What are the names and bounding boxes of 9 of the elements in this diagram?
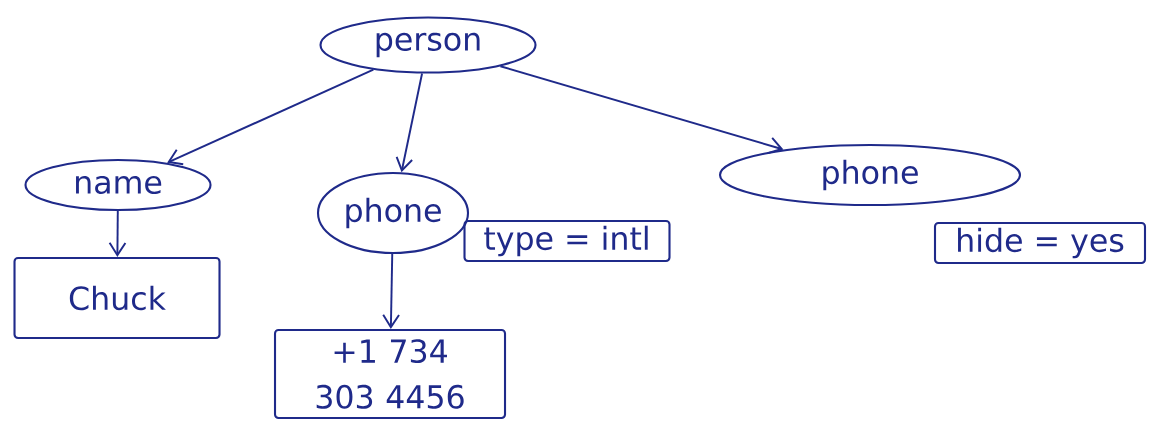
arrow <box>382 253 400 329</box>
arrow <box>395 72 424 173</box>
text-box: Chuck <box>13 256 221 340</box>
attribute-box: hide = yes <box>933 221 1147 265</box>
arrow <box>499 65 784 155</box>
attribute-box: type = intl <box>463 219 671 263</box>
text-box: +1 734 303 4456 <box>273 328 507 420</box>
arrow <box>108 210 127 257</box>
arrow <box>167 68 375 166</box>
